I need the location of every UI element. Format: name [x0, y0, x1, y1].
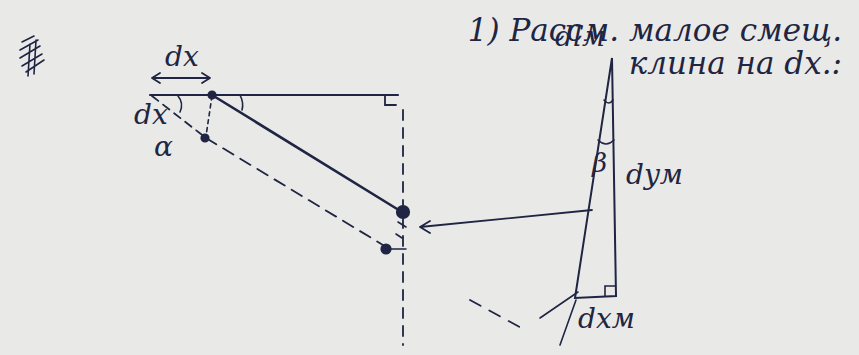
triangle-top-arc: [604, 100, 613, 103]
dx-small-vertical: [206, 96, 212, 136]
hinge-dot: [209, 92, 216, 99]
triangle-arc: [598, 140, 614, 144]
small-triangle: [575, 58, 616, 298]
dimension-label: dx: [165, 42, 199, 71]
vertical-guide: [402, 110, 404, 345]
right-angle: [385, 95, 396, 105]
wedge-line-lower: [470, 300, 525, 330]
angle-label: α: [154, 132, 173, 161]
triangle-base-line: [540, 292, 578, 345]
rod-shifted: [206, 138, 388, 248]
note-text: 1) Рассм. малое смещ. клина на dx.:: [432, 14, 842, 79]
dx-arrow: [152, 73, 210, 83]
pointer-arrow: [420, 210, 592, 233]
length-label: dyм: [626, 160, 683, 189]
rod: [212, 95, 402, 212]
small-right-angle: [605, 286, 615, 296]
length-label: dlм: [555, 22, 605, 51]
angle-arc-left: [178, 96, 182, 112]
length-label: dxм: [578, 304, 635, 333]
rod-end-dot: [397, 206, 409, 218]
dimension-label: dx: [134, 100, 168, 129]
shift-dot: [202, 135, 209, 142]
top-line: [150, 94, 398, 96]
angle-arc: [240, 95, 243, 110]
dy-mark: [386, 222, 406, 249]
angle-label: β: [592, 150, 607, 177]
hatch-scribble: [20, 36, 44, 76]
